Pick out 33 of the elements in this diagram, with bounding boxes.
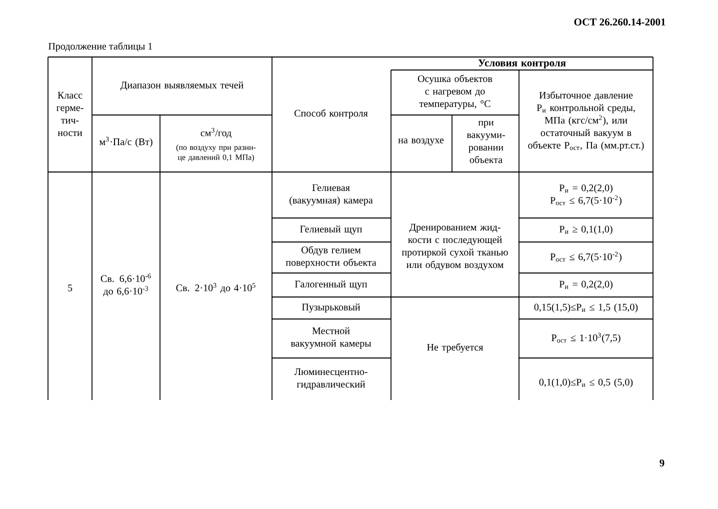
column-header: Условия контроля	[478, 59, 566, 69]
cell-text: 0,1(1,0)≤P$_{и}$ ≤ 0,5 (5,0)	[539, 378, 633, 388]
cell-text: Галогенный щуп	[294, 280, 368, 290]
cell-text: Св. 2·10$^{3}$ до 4·10$^{5}$	[176, 282, 256, 294]
cell-text: 5	[68, 284, 72, 292]
column-header: (по воздуху при разни- це давлений 0,1 МПа)	[176, 144, 256, 162]
column-header: Диапазон выявляемых течей	[120, 82, 244, 90]
cell-text: P$_{и}$ ≥ 0,1(1,0)	[559, 225, 612, 235]
cell-text: Местной вакуумной камеры	[290, 327, 372, 349]
cell-text: P$_{ост}$ ≤ 1·10$^{3}$(7,5)	[552, 332, 620, 344]
cell-text: P$_{ост}$ ≤ 6,7(5·10$^{-2}$)	[550, 252, 622, 262]
cell-text: Гелиевый щуп	[300, 226, 362, 234]
column-header: Способ контроля	[294, 109, 368, 119]
cell-text: P$_{и}$ = 0,2(2,0) P$_{ост}$ ≤ 6,7(5·10$^{-2}$)	[550, 184, 622, 206]
cell-text: 0,15(1,5)≤P$_{и}$ ≤ 1,5 (15,0)	[534, 303, 638, 313]
cell-text: Обдув гелием поверхности объекта	[286, 246, 376, 268]
cell-text: P$_{и}$ = 0,2(2,0)	[559, 280, 612, 290]
page-header: ОСТ 26.260.14-2001	[574, 18, 666, 26]
column-header: Избыточное давление P$_{и}$ контрольной среды, МПа (кгс/см$^{2}$), или остаточный вакуум в объекте P$_{ост}$, Па (мм.рт.ст.)	[528, 91, 644, 151]
column-header: Осушка объектов с нагревом до температуры, °С	[418, 74, 492, 110]
column-header: Класс герме- тич- ности	[56, 92, 84, 136]
column-header: см$^{3}$/год	[200, 128, 232, 138]
column-header: при вакууми- ровании объекта	[466, 120, 505, 164]
page-number: 9	[660, 459, 664, 467]
cell-text: Св. 6,6·10$^{-6}$ до 6,6·10$^{-3}$	[100, 274, 151, 296]
column-header: м$^{3}$·Па/с (Вт)	[99, 136, 152, 148]
cell-text: Люминесцентно- гидравлический	[294, 368, 368, 390]
cell-text: Пузырьковый	[302, 303, 360, 312]
cell-text: Не требуется	[427, 343, 484, 353]
cell-text: Гелиевая (вакуумная) камера	[290, 184, 373, 206]
cell-text: Дренированием жид- кости с последующей протиркой сухой тканью или обдувом воздухом	[402, 224, 508, 270]
column-header: на воздухе	[398, 138, 444, 146]
table-caption: Продолжение таблицы 1	[48, 42, 152, 52]
